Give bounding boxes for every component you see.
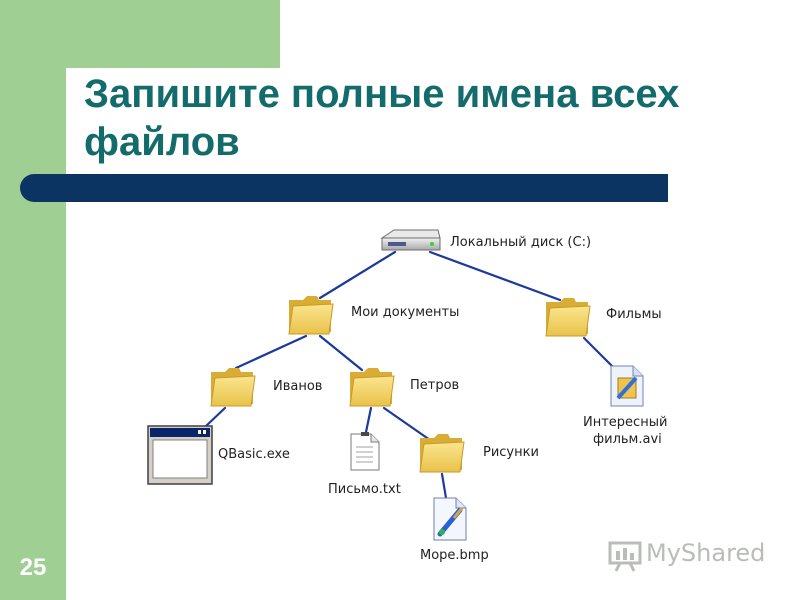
video-file-icon [610,365,644,407]
watermark-text: MyShared [646,539,766,567]
connector-films-movie [582,336,616,370]
connector-drive-mydocs [318,250,397,300]
folder-icon [349,367,395,407]
text-document-icon [350,432,380,471]
watermark-logo-icon [608,541,642,572]
connector-pictures-sea [440,472,448,500]
application-window-icon [147,425,213,485]
letter-label: Письмо.txt [328,482,401,497]
connector-mydocs-ivanov [234,334,308,370]
connector-petrov-letter [364,406,373,434]
hard-drive-icon [380,229,441,251]
connector-mydocs-petrov [318,334,364,372]
title-underline-bar [20,174,668,202]
connector-ivanov-qbasic [204,406,227,428]
folder-icon [419,433,465,473]
petrov-label: Петров [410,378,459,393]
sea-label: Море.bmp [420,548,489,563]
top-green-block [66,0,280,68]
folder-icon [210,367,256,407]
pictures-label: Рисунки [483,445,539,460]
connector-petrov-pictures [382,406,432,442]
left-green-strip [0,0,66,600]
movie-label-line1: Интересный [583,415,667,430]
ivanov-label: Иванов [273,379,322,394]
slide-title: Запишите полные имена всех файлов [84,72,680,164]
films-label: Фильмы [606,307,662,322]
drive-label: Локальный диск (C:) [450,235,591,250]
qbasic-label: QBasic.exe [218,447,290,462]
connector-drive-films [428,250,562,302]
tree-connectors [204,250,616,500]
folder-icon [545,297,591,337]
folder-icon [288,295,334,335]
slide-number: 25 [19,554,47,581]
my-documents-label: Мои документы [351,305,459,320]
paint-image-icon [433,497,467,541]
myshared-watermark: MyShared [608,538,778,574]
movie-label-line2: фильм.avi [593,432,662,447]
